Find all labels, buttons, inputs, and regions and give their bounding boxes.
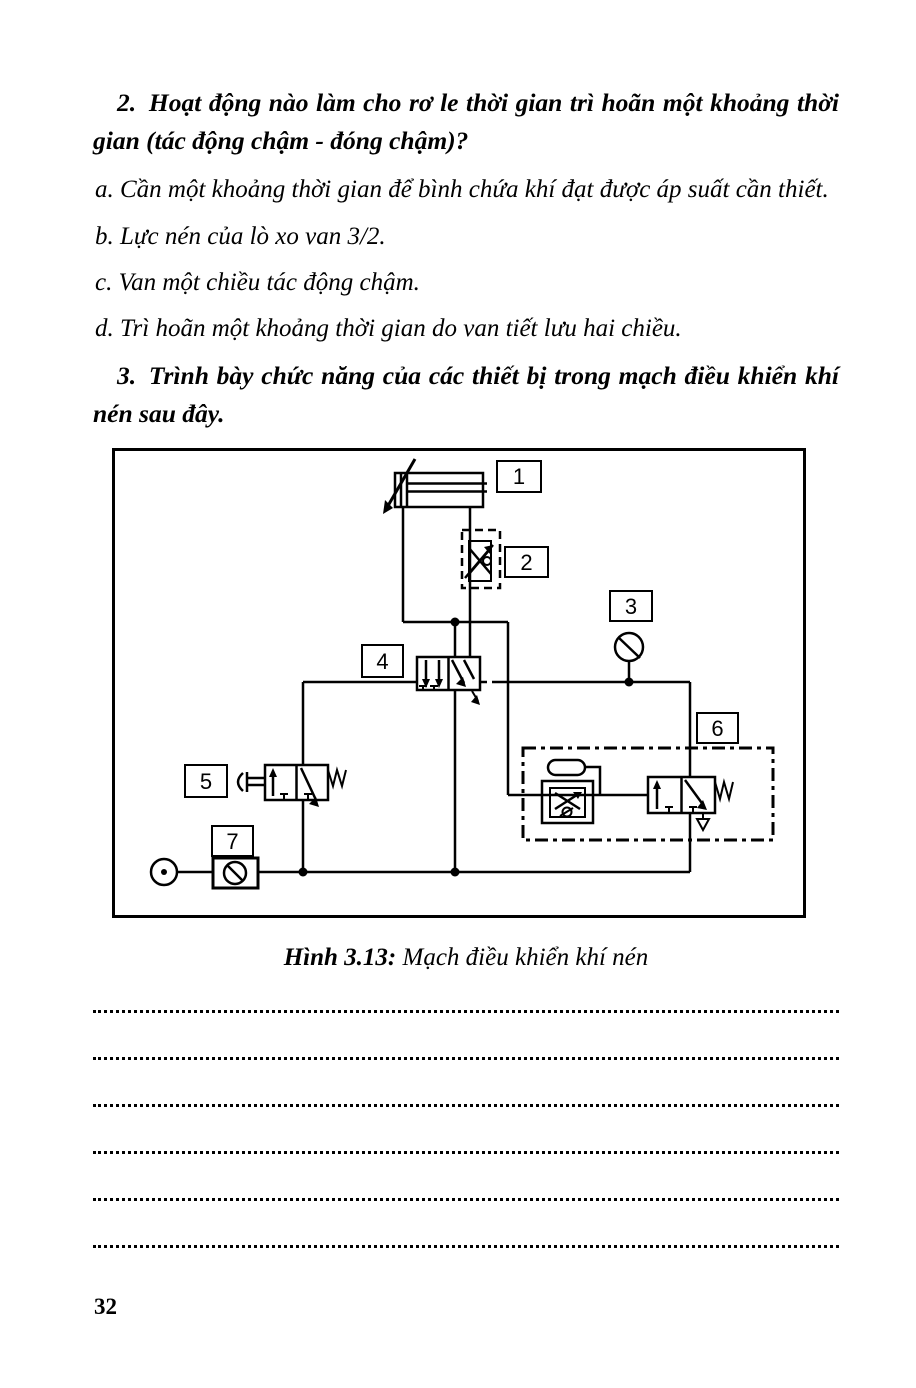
question-2-number: 2. bbox=[117, 88, 137, 117]
timer-boundary bbox=[521, 746, 775, 842]
answer-line bbox=[93, 1154, 839, 1201]
label-box-3: 3 bbox=[609, 590, 653, 622]
question-2-text: Hoạt động nào làm cho rơ le thời gian tr… bbox=[93, 88, 839, 155]
cylinder bbox=[383, 458, 487, 514]
shutoff-valve-7 bbox=[211, 856, 260, 890]
label-box-7: 7 bbox=[211, 825, 254, 857]
pushbutton-icon bbox=[236, 772, 244, 792]
spring-icon bbox=[714, 778, 734, 803]
directional-valve-4 bbox=[415, 655, 482, 705]
air-source bbox=[149, 857, 179, 887]
pressure-gauge bbox=[613, 631, 645, 663]
figure-caption: Hình 3.13: Mạch điều khiển khí nén bbox=[93, 944, 839, 972]
label-box-4: 4 bbox=[361, 644, 404, 678]
answer-lines bbox=[93, 966, 839, 1248]
diagram-border bbox=[112, 448, 806, 918]
junction-dots bbox=[298, 617, 634, 877]
question-2-option-b: b. Lực nén của lò xo van 3/2. bbox=[95, 223, 386, 250]
component-label-4: 4 bbox=[376, 649, 388, 674]
answer-line bbox=[93, 1107, 839, 1154]
air-reservoir-icon bbox=[546, 758, 587, 777]
figure-caption-text: Mạch điều khiển khí nén bbox=[402, 944, 649, 971]
component-label-5: 5 bbox=[200, 769, 212, 794]
figure-caption-label: Hình 3.13: bbox=[283, 944, 397, 971]
circuit-lines bbox=[177, 507, 692, 874]
timer-unit-6 bbox=[521, 746, 775, 842]
one-way-flow-control-valve bbox=[460, 528, 502, 590]
question-3-number: 3. bbox=[117, 361, 137, 390]
pushbutton-valve-5 bbox=[236, 763, 347, 807]
component-label-3: 3 bbox=[625, 594, 637, 619]
answer-line bbox=[93, 1201, 839, 1248]
pneumatic-circuit-diagram: 1 2 3 4 5 bbox=[112, 448, 806, 918]
exhaust-icon bbox=[695, 818, 711, 833]
question-2-option-c: c. Van một chiều tác động chậm. bbox=[95, 269, 420, 296]
spring-icon bbox=[327, 766, 347, 790]
label-box-1: 1 bbox=[496, 460, 542, 493]
answer-line bbox=[93, 966, 839, 1013]
figure-3-13: 1 2 3 4 5 bbox=[112, 448, 806, 918]
question-2: 2. Hoạt động nào làm cho rơ le thời gian… bbox=[93, 84, 839, 160]
answer-line bbox=[93, 1060, 839, 1107]
cylinder-stroke-arrow bbox=[383, 458, 417, 512]
label-box-6: 6 bbox=[696, 712, 739, 744]
label-box-2: 2 bbox=[504, 546, 549, 578]
question-2-option-d: d. Trì hoãn một khoảng thời gian do van … bbox=[95, 315, 682, 342]
question-2-option-a: a. Cần một khoảng thời gian để bình chứa… bbox=[95, 176, 829, 203]
label-box-5: 5 bbox=[184, 764, 228, 798]
check-ball-icon bbox=[482, 556, 492, 566]
component-label-6: 6 bbox=[711, 716, 723, 741]
question-3-text: Trình bày chức năng của các thiết bị tro… bbox=[93, 361, 839, 428]
answer-line bbox=[93, 1013, 839, 1060]
component-label-2: 2 bbox=[520, 550, 532, 575]
page-number: 32 bbox=[94, 1294, 117, 1319]
component-labels: 1 2 3 4 5 bbox=[184, 460, 739, 857]
component-label-7: 7 bbox=[226, 829, 238, 854]
question-3: 3. Trình bày chức năng của các thiết bị … bbox=[93, 357, 839, 433]
component-label-1: 1 bbox=[513, 464, 525, 489]
